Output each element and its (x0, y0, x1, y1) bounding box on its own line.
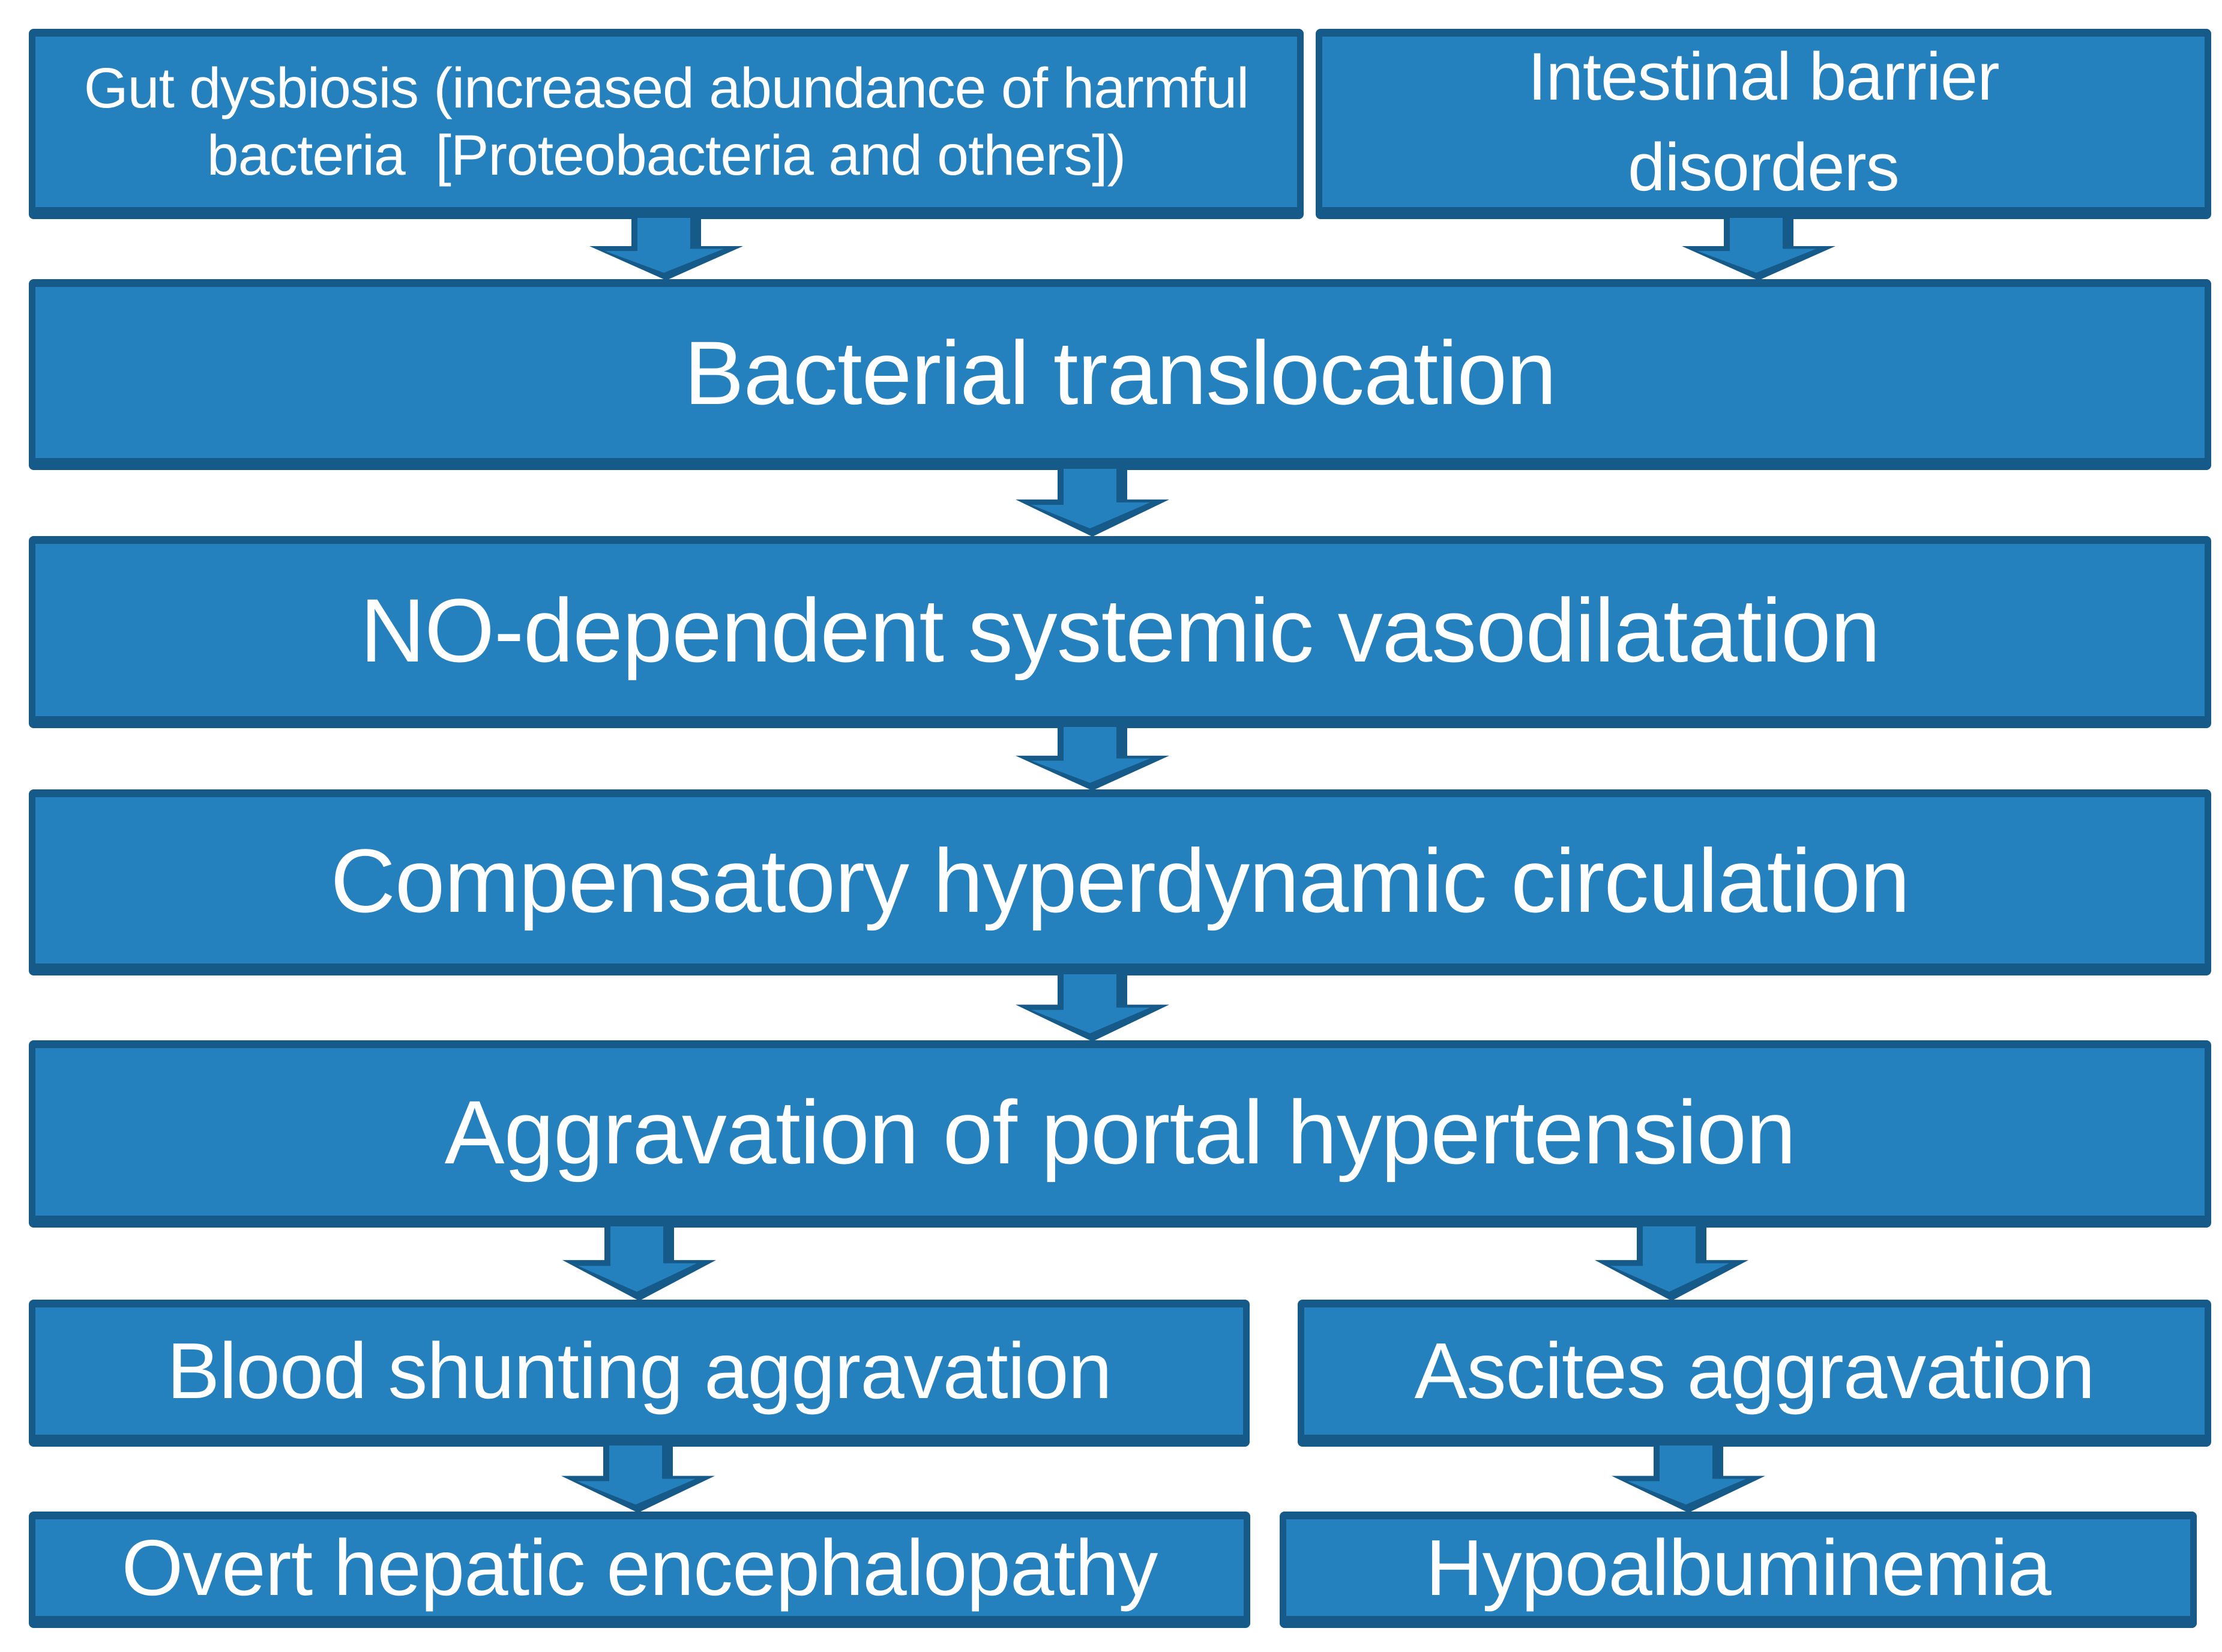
down-arrow-icon (1016, 727, 1169, 791)
box-gut-dysbiosis: Gut dysbiosis (increased abundance of ha… (29, 29, 1304, 219)
down-arrow-icon (1595, 1226, 1748, 1301)
box-label-line2: bacteria [Proteobacteria and others]) (206, 124, 1126, 187)
box-hypoalbuminemia: Hypoalbuminemia (1280, 1512, 2197, 1628)
box-label: Bacterial translocation (684, 322, 1557, 423)
box-label-line2: disorders (1628, 130, 1900, 205)
down-arrow-icon (1016, 974, 1169, 1042)
box-aggravation-portal-hypertension: Aggravation of portal hypertension (29, 1040, 2211, 1228)
box-label: Hypoalbuminemia (1426, 1523, 2052, 1612)
box-label-line1: Intestinal barrier (1528, 38, 1999, 114)
box-bacterial-translocation: Bacterial translocation (29, 279, 2211, 470)
box-label: Aggravation of portal hypertension (444, 1081, 1796, 1183)
down-arrow-icon (561, 1446, 715, 1513)
down-arrow-icon (562, 1226, 716, 1301)
box-ascites-aggravation: Ascites aggravation (1298, 1300, 2211, 1447)
box-label: Compensatory hyperdynamic circulation (330, 830, 1910, 931)
down-arrow-icon (589, 218, 743, 280)
down-arrow-icon (1016, 469, 1169, 537)
box-blood-shunting-aggravation: Blood shunting aggravation (29, 1300, 1250, 1447)
box-compensatory-hyperdynamic-circulation: Compensatory hyperdynamic circulation (29, 789, 2211, 975)
box-intestinal-barrier-disorders: Intestinal barrier disorders (1316, 29, 2211, 219)
box-label: NO-dependent systemic vasodilatation (360, 579, 1880, 681)
down-arrow-icon (1682, 218, 1835, 280)
box-overt-hepatic-encephalopathy: Overt hepatic encephalopathy (29, 1512, 1250, 1628)
box-no-dependent-systemic-vasodilatation: NO-dependent systemic vasodilatation (29, 536, 2211, 728)
box-label: Ascites aggravation (1414, 1327, 2095, 1415)
box-label: Blood shunting aggravation (167, 1327, 1112, 1415)
down-arrow-icon (1612, 1446, 1765, 1513)
box-label-line1: Gut dysbiosis (increased abundance of ha… (83, 56, 1250, 120)
box-label: Overt hepatic encephalopathy (121, 1523, 1158, 1612)
